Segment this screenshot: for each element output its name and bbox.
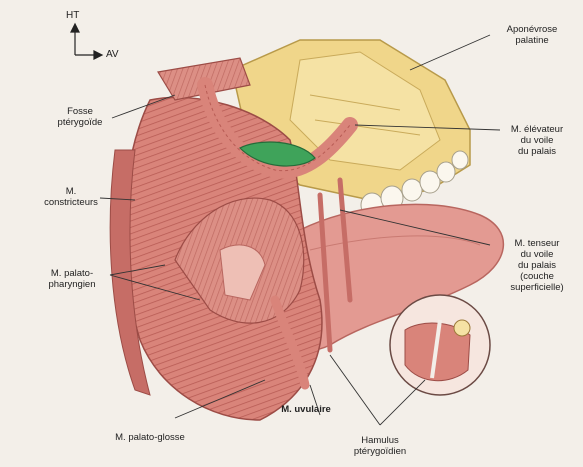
label-constricteurs: M. constricteurs [44, 186, 98, 208]
axis-forward-label: AV [106, 49, 119, 60]
teeth-row [360, 150, 469, 218]
label-tenseur: M. tenseur du voile du palais (couche su… [510, 238, 564, 293]
label-hamulus: Hamulus ptérygoïdien [353, 435, 407, 457]
orientation-axes [70, 22, 104, 60]
palatine-aponeurosis [238, 141, 316, 167]
tensor-strands [317, 177, 353, 353]
uvula [270, 295, 310, 390]
leader-lines [99, 34, 501, 426]
label-uvulaire: M. uvulaire [281, 404, 331, 415]
label-fosse-pterygoide: Fosse ptérygoïde [57, 106, 103, 128]
hamulus-inset [389, 294, 491, 396]
label-aponevrose: Aponévrose palatine [506, 24, 558, 46]
axis-up-label: HT [66, 10, 80, 21]
label-elevateur: M. élévateur du voile du palais [510, 124, 564, 157]
label-palato-pharyngien: M. palato- pharyngien [48, 268, 96, 290]
label-palato-glosse: M. palato-glosse [115, 432, 185, 443]
